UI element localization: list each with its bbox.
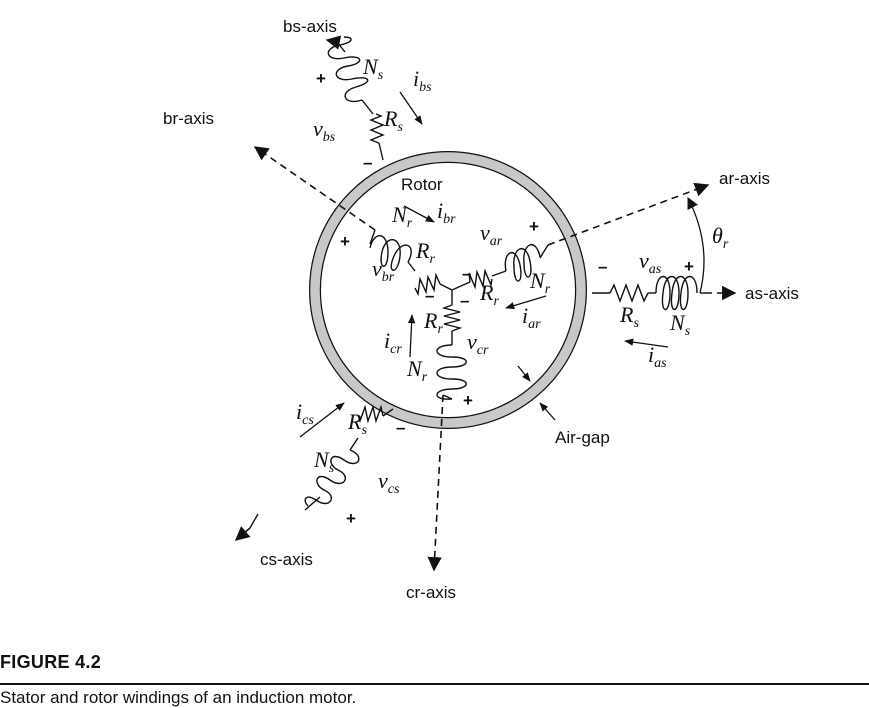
v-cs-label: vcs	[378, 468, 400, 497]
br-axis-line	[253, 146, 376, 231]
n-s-bs-label: Ns	[362, 54, 384, 83]
theta-arc	[687, 196, 705, 294]
cr-plus: +	[463, 391, 473, 410]
v-as-label: vas	[639, 248, 662, 277]
n-r-ar-label: Nr	[529, 268, 551, 297]
n-s-as-label: Ns	[669, 310, 691, 339]
r-r-cr-label: Rr	[423, 308, 443, 337]
i-cr-label: icr	[384, 328, 402, 357]
v-cr-label: vcr	[467, 329, 489, 358]
induction-motor-winding-diagram: bs-axis br-axis ar-axis as-axis cs-axis …	[163, 17, 799, 602]
stator-winding-cs	[249, 404, 394, 529]
i-as-arrow	[624, 338, 669, 348]
cr-minus: –	[460, 291, 469, 310]
stator-winding-bs	[327, 36, 385, 161]
i-ar-label: iar	[522, 303, 541, 332]
r-s-cs-label: Rs	[347, 409, 367, 438]
bs-plus: +	[316, 69, 326, 88]
cr-axis-line	[427, 394, 444, 572]
ar-axis-line	[547, 182, 710, 246]
r-r-br-label: Rr	[415, 238, 435, 267]
i-br-label: ibr	[437, 198, 456, 227]
figure-caption: Stator and rotor windings of an inductio…	[0, 688, 357, 707]
airgap-arrow-outer	[539, 402, 556, 421]
rotor-winding-cr	[436, 290, 467, 400]
rotor-winding-br	[369, 229, 453, 297]
r-r-ar-label: Rr	[479, 280, 499, 309]
i-as-label: ias	[648, 342, 667, 371]
as-plus: +	[684, 257, 694, 276]
bs-minus: –	[363, 153, 372, 172]
cr-axis-label: cr-axis	[406, 583, 456, 602]
r-s-as-label: Rs	[619, 302, 639, 331]
br-axis-label: br-axis	[163, 109, 214, 128]
cs-axis-label: cs-axis	[260, 550, 313, 569]
i-ar-arrow	[505, 295, 547, 310]
ar-minus: –	[462, 264, 471, 283]
v-br-label: vbr	[372, 256, 395, 285]
airgap-arrow-inner	[517, 365, 531, 382]
rotor-label: Rotor	[401, 175, 443, 194]
as-minus: –	[598, 257, 607, 276]
as-axis-label: as-axis	[745, 284, 799, 303]
bs-axis-label: bs-axis	[283, 17, 337, 36]
cs-axis-line	[234, 526, 251, 541]
i-bs-arrow	[399, 91, 423, 125]
br-minus: –	[425, 286, 434, 305]
i-cs-label: ics	[296, 399, 314, 428]
figure-label: FIGURE 4.2	[0, 652, 102, 672]
v-ar-label: var	[480, 220, 503, 249]
cs-minus: –	[396, 418, 405, 437]
n-r-cr-label: Nr	[406, 356, 428, 385]
airgap-ring-fill	[310, 152, 586, 428]
figure-divider	[0, 683, 869, 685]
ar-axis-label: ar-axis	[719, 169, 770, 188]
i-cr-arrow	[407, 314, 416, 358]
r-s-bs-label: Rs	[383, 106, 403, 135]
i-cs-arrow	[299, 402, 345, 438]
i-bs-label: ibs	[413, 66, 432, 95]
br-plus: +	[340, 232, 350, 251]
v-bs-label: vbs	[313, 116, 336, 145]
i-br-arrow	[403, 205, 435, 223]
bs-axis-line	[325, 35, 342, 50]
cs-plus: +	[346, 509, 356, 528]
rotor-winding-ar	[451, 244, 549, 291]
n-s-cs-label: Ns	[313, 447, 335, 476]
n-r-br-label: Nr	[391, 202, 413, 231]
airgap-label: Air-gap	[555, 428, 610, 447]
stator-winding-as	[592, 275, 706, 311]
theta-r-label: θr	[712, 223, 729, 252]
ar-plus: +	[529, 217, 539, 236]
